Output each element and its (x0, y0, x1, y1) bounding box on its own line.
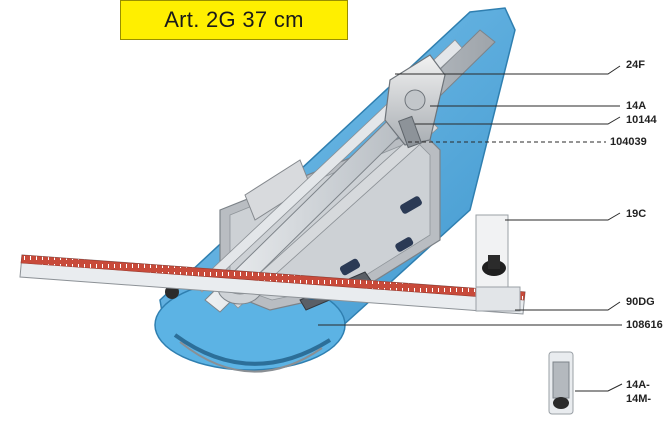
part-label-14M-pack: 14M- (626, 393, 652, 405)
part-label-19C: 19C (626, 208, 647, 220)
spare-wheel-pack (548, 351, 574, 415)
leader-14A-pack (575, 383, 623, 392)
article-title: Art. 2G 37 cm (120, 0, 348, 40)
part-label-108616: 108616 (626, 319, 663, 331)
leader-24F (395, 65, 621, 75)
part-label-14A: 14A (626, 100, 647, 112)
part-label-10144: 10144 (626, 114, 657, 126)
part-label-104039: 104039 (610, 136, 647, 148)
leader-lines (318, 65, 623, 392)
part-label-14A-pack: 14A- (626, 379, 650, 391)
leader-19C (505, 212, 621, 221)
part-label-24F: 24F (626, 59, 645, 71)
part-label-90DG: 90DG (626, 296, 655, 308)
leader-90DG (515, 301, 621, 311)
measuring-ruler (19, 254, 526, 315)
scoring-head (384, 54, 446, 149)
leader-10144 (415, 116, 621, 125)
side-stop (475, 214, 521, 312)
